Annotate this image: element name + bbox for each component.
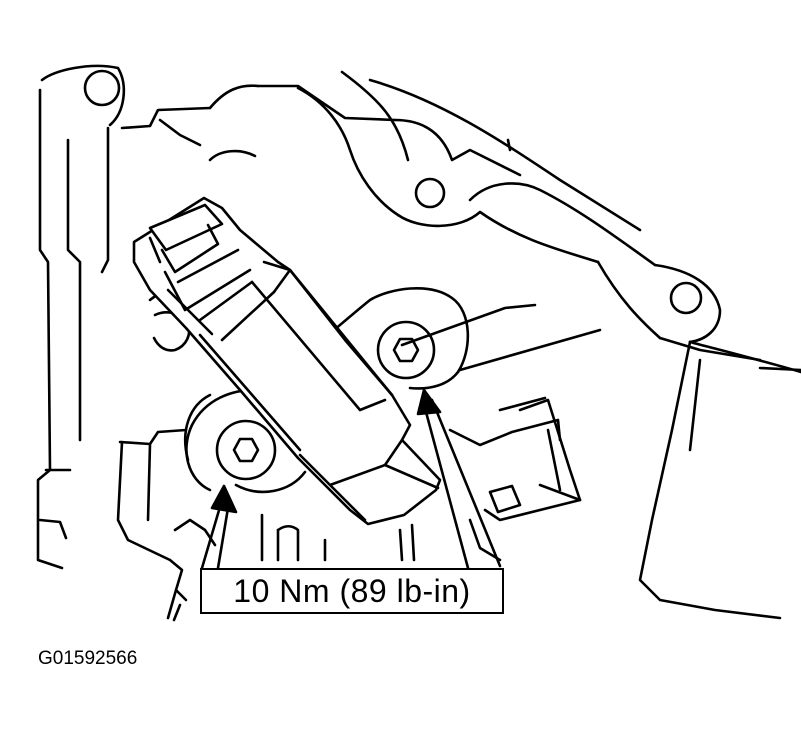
sensor-body — [132, 196, 442, 526]
arrow-upper-bolt — [416, 388, 502, 570]
mounting-bolt-lower — [215, 419, 277, 481]
arrow-lower-bolt — [200, 484, 238, 570]
housing-bolt-hole-right — [669, 281, 703, 315]
figure-id: G01592566 — [38, 648, 138, 669]
torque-specification-label: 10 Nm (89 lb-in) — [200, 568, 504, 614]
mounting-bolt-upper — [376, 320, 436, 380]
engine-housing-outline — [36, 64, 801, 622]
housing-bolt-hole-upper — [414, 177, 446, 209]
housing-bolt-hole-topleft — [83, 69, 121, 107]
